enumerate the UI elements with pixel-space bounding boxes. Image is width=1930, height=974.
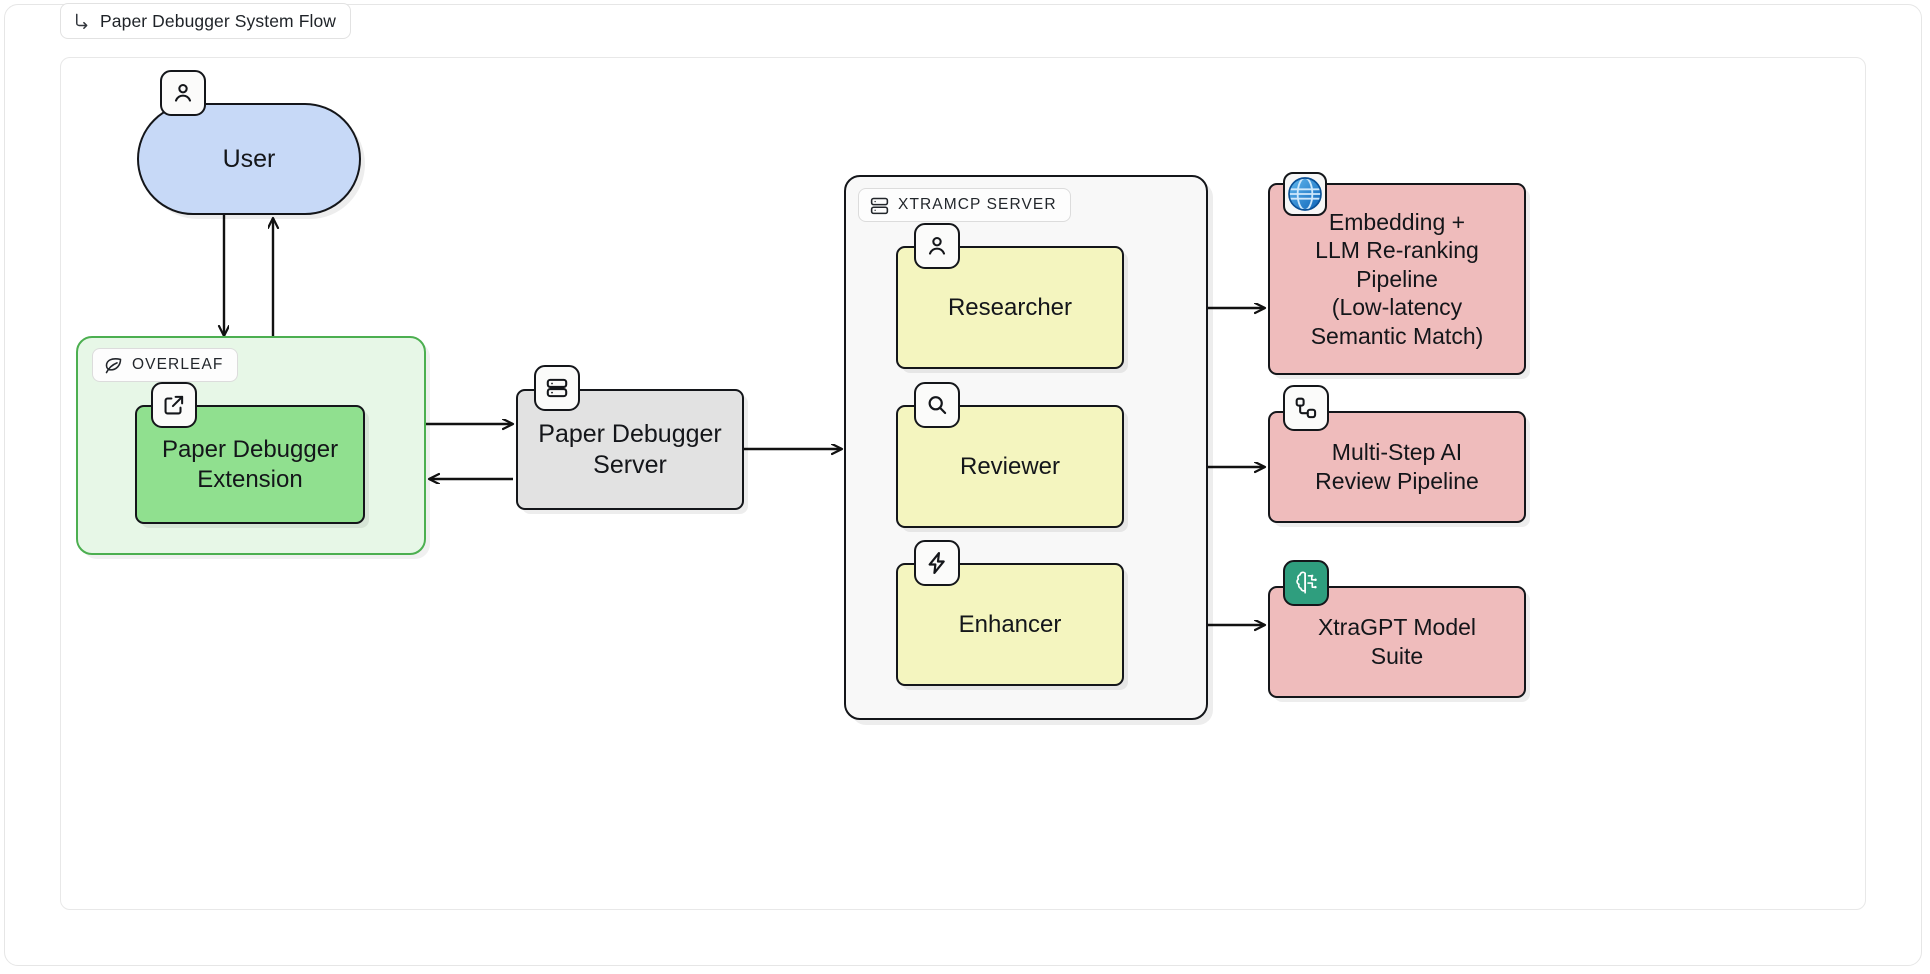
lightning-bolt-icon bbox=[914, 540, 960, 586]
group-overleaf-label: OVERLEAF bbox=[92, 348, 238, 382]
flow-diagram-icon bbox=[72, 12, 91, 31]
page-title: Paper Debugger System Flow bbox=[100, 10, 337, 31]
server-icon bbox=[869, 195, 890, 216]
node-enhancer-label: Enhancer bbox=[958, 610, 1062, 638]
external-link-icon bbox=[151, 382, 197, 428]
diagram-title-chip[interactable]: Paper Debugger System Flow bbox=[60, 3, 352, 39]
server-icon bbox=[534, 365, 580, 411]
user-icon bbox=[160, 70, 206, 116]
brain-circuit-icon bbox=[1283, 560, 1329, 606]
user-icon bbox=[914, 223, 960, 269]
group-xtramcp-title: XTRAMCP SERVER bbox=[898, 196, 1057, 213]
node-researcher-label: Researcher bbox=[947, 293, 1073, 321]
node-reviewer-label: Reviewer bbox=[959, 452, 1061, 480]
diagram-canvas[interactable]: OVERLEAF XTRAMCP SERVER User Paper Debug… bbox=[60, 57, 1866, 910]
node-user-label: User bbox=[222, 144, 276, 173]
leaf-icon bbox=[103, 355, 124, 376]
globe-icon bbox=[1283, 172, 1327, 216]
node-user[interactable]: User bbox=[137, 103, 361, 215]
node-embedding-label: Embedding + LLM Re-ranking Pipeline (Low… bbox=[1310, 208, 1484, 349]
workflow-nodes-icon bbox=[1283, 385, 1329, 431]
group-xtramcp-label: XTRAMCP SERVER bbox=[858, 188, 1071, 222]
group-overleaf-title: OVERLEAF bbox=[132, 356, 224, 373]
search-icon bbox=[914, 382, 960, 428]
